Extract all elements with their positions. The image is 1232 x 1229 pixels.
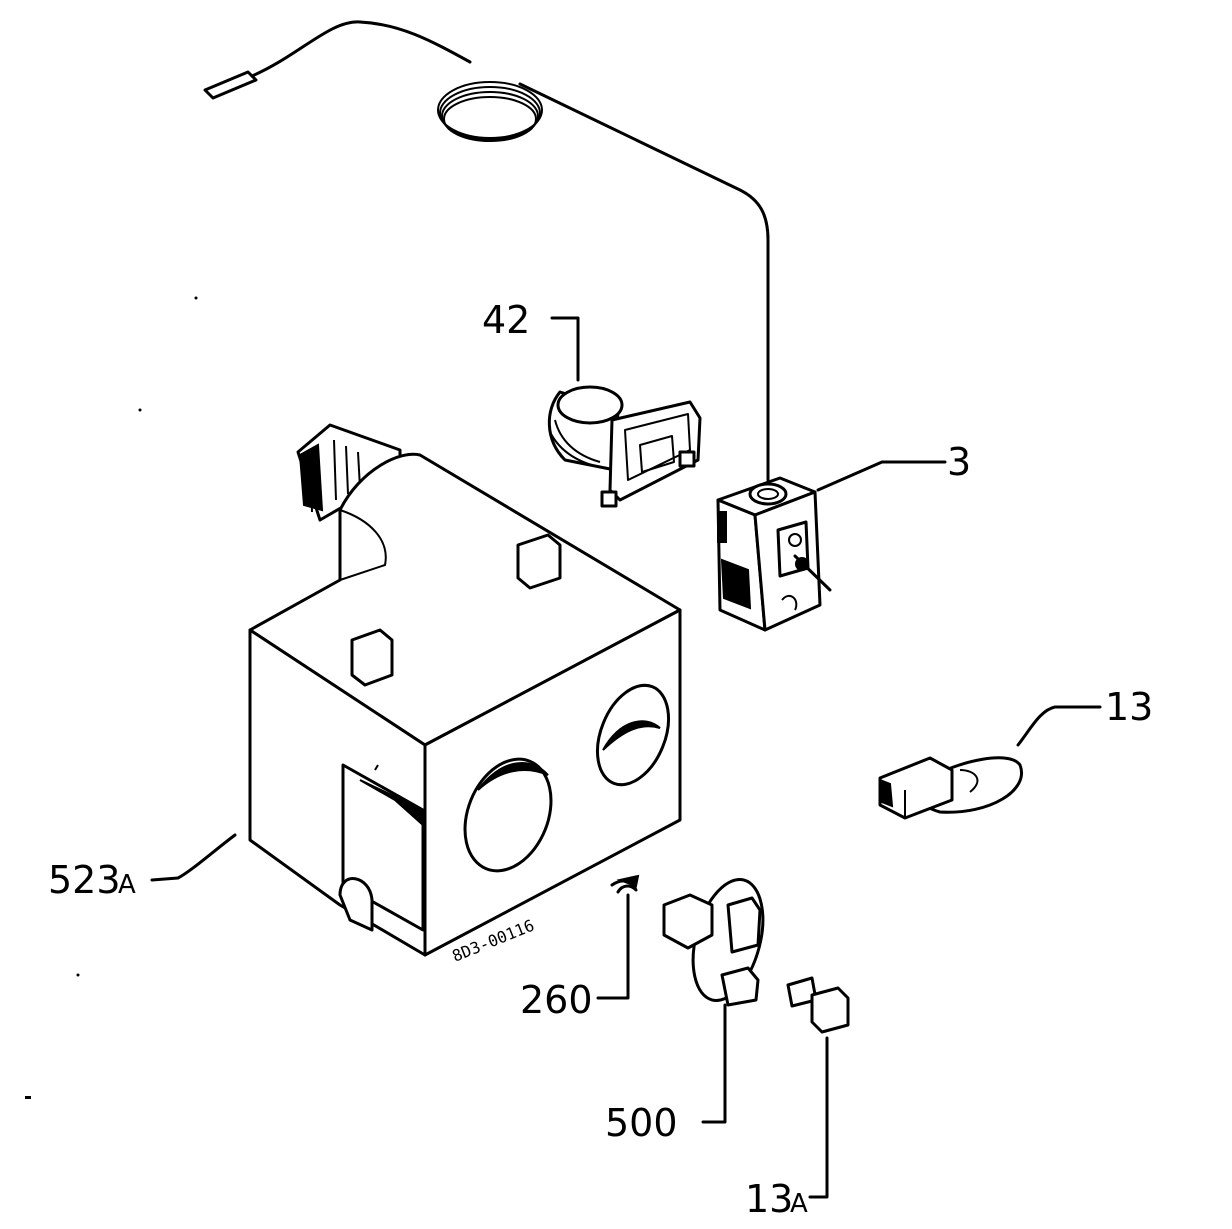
callout-523a-number: 523: [48, 858, 121, 902]
callout-3-label: 3: [947, 440, 971, 484]
lamp-holder-part: [547, 385, 702, 508]
callout-260-label: 260: [520, 978, 593, 1022]
callout-523a-suffix: A: [118, 870, 136, 900]
callout-13-label: 13: [1105, 685, 1153, 729]
callout-42: 42: [482, 298, 530, 342]
knob-part: [662, 878, 765, 1007]
bracket-part: [878, 756, 1023, 820]
callout-3: 3: [947, 440, 971, 484]
callout-13: 13: [1105, 685, 1153, 729]
spring-clip-part: [610, 874, 640, 894]
button-part: [786, 976, 850, 1034]
callout-260: 260: [520, 978, 593, 1022]
callout-500-label: 500: [605, 1101, 678, 1145]
callout-42-label: 42: [482, 298, 530, 342]
callout-500: 500: [605, 1101, 678, 1145]
leader-lines: [150, 316, 1102, 1199]
callout-13a-suffix: A: [790, 1189, 808, 1219]
callout-523a: 523 A: [48, 858, 136, 902]
housing-part: 8D3-00116: [248, 423, 682, 966]
callout-13a: 13 A: [745, 1177, 808, 1221]
capillary-tube: [203, 20, 770, 482]
scan-specks: [25, 296, 198, 1099]
thermostat-part: [716, 476, 832, 632]
callout-13a-number: 13: [745, 1177, 793, 1221]
